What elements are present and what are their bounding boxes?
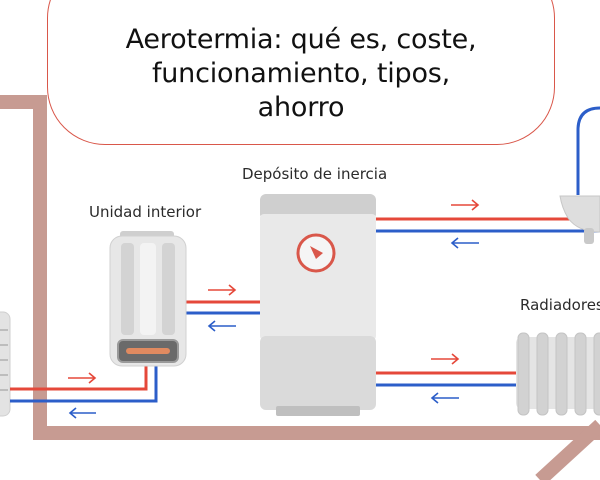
title-line: Aerotermia: qué es, coste,: [125, 24, 477, 55]
cold-flow-arrow: [68, 407, 96, 419]
hot-flow-arrow: [68, 372, 97, 384]
hot-flow-arrow: [208, 284, 237, 296]
page-title: Aerotermia: qué es, coste, funcionamient…: [48, 23, 554, 125]
radiator: [516, 332, 600, 416]
buffer-tank: [260, 194, 376, 416]
pipes-tank-radiators: [376, 371, 520, 387]
outdoor-unit: [0, 311, 11, 417]
pipes-outdoor-indoor: [10, 362, 158, 403]
pipes-tank-emitter: [376, 217, 600, 233]
title-line: funcionamiento, tipos,: [151, 58, 451, 89]
hot-flow-arrow: [431, 353, 460, 365]
radiators-label: Radiadores: [520, 296, 600, 314]
tank-label: Depósito de inercia: [242, 165, 388, 183]
hot-flow-arrow: [451, 199, 480, 211]
gauge-needle: [310, 246, 323, 259]
indoor-unit-label: Unidad interior: [89, 203, 202, 221]
flow-arrows: [68, 199, 480, 419]
title-card: Aerotermia: qué es, coste, funcionamient…: [47, 0, 555, 145]
title-line: ahorro: [257, 92, 345, 123]
indoor-unit-heater-bar: [126, 348, 170, 354]
indoor-unit: [109, 231, 187, 367]
pipes-indoor-tank: [186, 300, 260, 315]
cold-flow-arrow: [207, 320, 236, 332]
cold-flow-arrow: [430, 392, 459, 404]
building-frame: [0, 95, 600, 480]
water-point: [559, 106, 600, 244]
cold-flow-arrow: [450, 237, 479, 249]
